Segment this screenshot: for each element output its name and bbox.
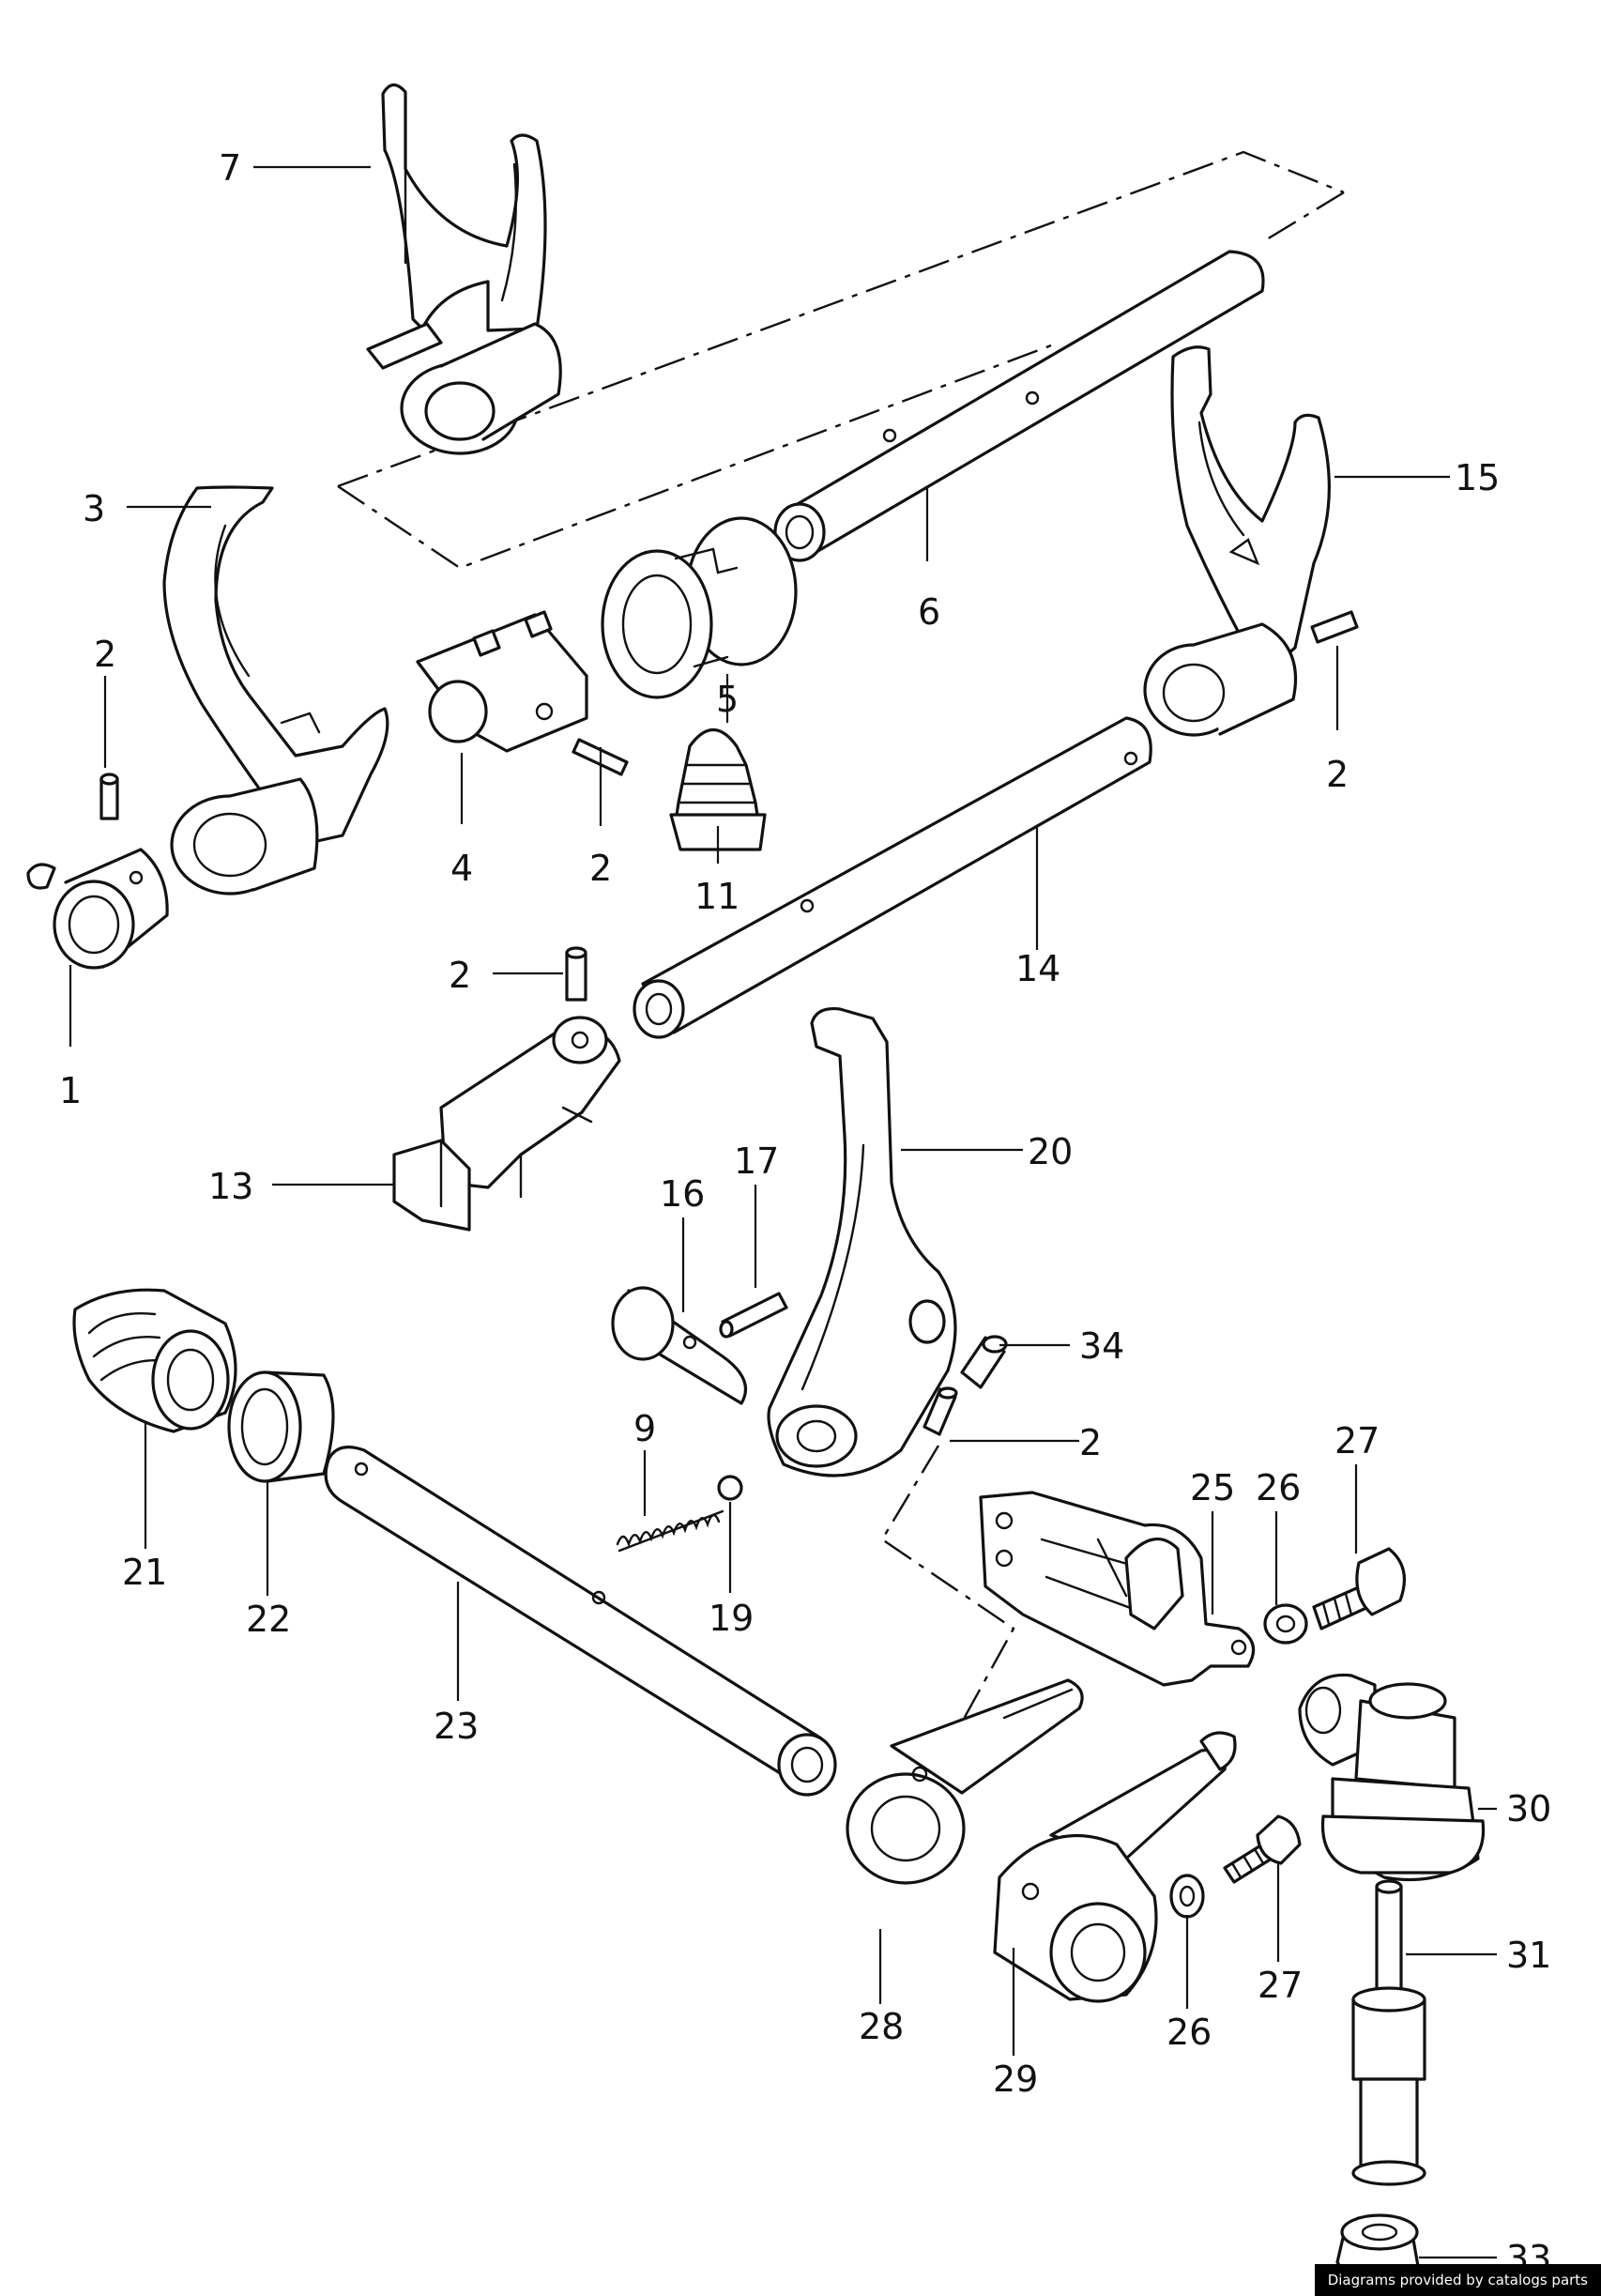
- washer-26-lower: [1169, 1874, 1205, 1919]
- callout-27: 27: [1334, 1420, 1380, 1462]
- callout-25: 25: [1190, 1467, 1235, 1508]
- reference-plane-upper: [337, 150, 1345, 570]
- callout-11: 11: [694, 876, 740, 917]
- callout-29: 29: [993, 2059, 1038, 2100]
- shift-fork-15: [1143, 345, 1331, 737]
- callout-21: 21: [122, 1552, 167, 1593]
- pin-2-right: [1310, 610, 1359, 644]
- bushing-16: [611, 1286, 748, 1405]
- callout-14: 14: [1015, 948, 1060, 989]
- callout-28: 28: [859, 2006, 904, 2047]
- callout-34: 34: [1079, 1325, 1124, 1367]
- callout-9: 9: [633, 1408, 656, 1449]
- shift-fork-3: [162, 485, 389, 895]
- pin-2-left: [99, 773, 119, 820]
- callout-26: 26: [1166, 2012, 1212, 2053]
- bolt-27-upper: [1312, 1547, 1407, 1630]
- collar-1: [26, 848, 169, 970]
- callout-15: 15: [1455, 457, 1500, 498]
- credit-label: Diagrams provided by catalogs parts: [1314, 2264, 1601, 2296]
- callout-3: 3: [83, 488, 105, 529]
- block-4: [416, 610, 588, 753]
- shift-fork-7: [366, 83, 562, 455]
- sleeve-5: [601, 516, 798, 699]
- ball-19: [717, 1475, 743, 1501]
- callout-2: 2: [94, 634, 116, 675]
- pin-2-center: [565, 946, 587, 1002]
- callout-16: 16: [660, 1173, 705, 1215]
- plunger-31: [1351, 1879, 1426, 2186]
- guide-22: [227, 1370, 335, 1483]
- callout-31: 31: [1506, 1935, 1551, 1976]
- callout-17: 17: [734, 1140, 779, 1182]
- callout-5: 5: [716, 679, 739, 720]
- callout-13: 13: [208, 1166, 253, 1207]
- shift-rod-6: [773, 250, 1265, 562]
- callout-2: 2: [589, 848, 612, 889]
- bolt-27-lower: [1223, 1814, 1302, 1884]
- callouts: 7 3 2 6 5 4 2 11 14 15 2 2 1 13 16 17 20…: [59, 147, 1551, 2279]
- washer-26-upper: [1263, 1603, 1308, 1645]
- callout-7: 7: [219, 147, 241, 189]
- selector-shaft-23: [324, 1446, 837, 1797]
- bracket-25: [979, 1491, 1256, 1687]
- sleeve-34: [960, 1335, 1008, 1389]
- callout-27: 27: [1258, 1965, 1303, 2006]
- shift-lever-29: [993, 1731, 1237, 2003]
- pin-2-lower: [922, 1386, 958, 1436]
- callout-2: 2: [1079, 1422, 1102, 1463]
- callout-20: 20: [1028, 1131, 1073, 1172]
- callout-6: 6: [918, 591, 940, 633]
- callout-19: 19: [709, 1598, 754, 1639]
- callout-1: 1: [59, 1070, 82, 1111]
- reference-line-lower: [880, 1445, 1015, 1766]
- callout-30: 30: [1506, 1788, 1551, 1829]
- shift-rod-14: [633, 716, 1152, 1039]
- callout-22: 22: [246, 1599, 291, 1640]
- pin-17: [719, 1292, 788, 1339]
- boot-21: [72, 1288, 237, 1433]
- callout-26: 26: [1256, 1467, 1301, 1508]
- callout-2: 2: [1326, 754, 1349, 795]
- housing-30: [1298, 1673, 1486, 1882]
- shift-finger-28: [846, 1678, 1084, 1885]
- callout-23: 23: [434, 1706, 479, 1747]
- callout-2: 2: [449, 955, 471, 996]
- selector-13: [392, 1016, 621, 1232]
- callout-4: 4: [450, 848, 473, 889]
- leader-lines: [69, 165, 1497, 2259]
- spring-9: [616, 1509, 724, 1553]
- lever-20: [767, 1006, 957, 1477]
